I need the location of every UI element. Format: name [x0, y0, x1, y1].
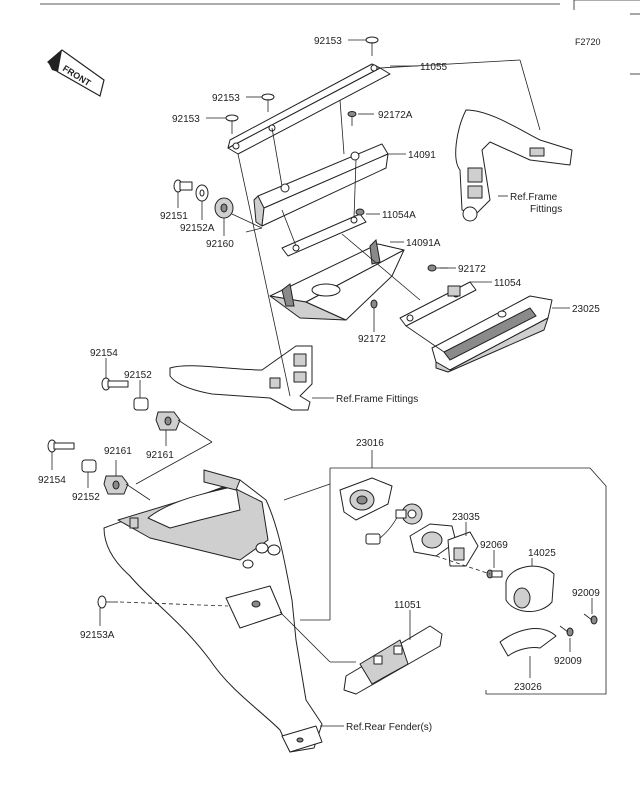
- collar-92152A: [195, 184, 209, 202]
- bracket-11054A: [281, 208, 367, 257]
- collar-92152-lower: [81, 459, 97, 473]
- label-92172-low: 92172: [358, 334, 386, 345]
- rear-fender: [103, 469, 323, 753]
- leader-lines: [51, 39, 593, 727]
- label-92152A: 92152A: [180, 223, 215, 234]
- screw-92009-right: [583, 613, 598, 625]
- label-14025: 14025: [528, 548, 556, 559]
- label-92154-upper: 92154: [90, 348, 118, 359]
- label-92009-right: 92009: [572, 588, 600, 599]
- screw-92172A: [347, 111, 357, 126]
- label-23026: 23026: [514, 682, 542, 693]
- label-92161-lower: 92161: [104, 446, 132, 457]
- socket-cable: [365, 511, 401, 545]
- label-92009-low: 92009: [554, 656, 582, 667]
- label-92069: 92069: [480, 540, 508, 551]
- label-92152-lower: 92152: [72, 492, 100, 503]
- label-11055: 11055: [420, 62, 448, 73]
- lamp-cover-14025: [505, 565, 555, 612]
- label-ref-rear-fender: Ref.Rear Fender(s): [346, 722, 432, 733]
- bolt-92151: [173, 179, 193, 193]
- screw-92153-top: [365, 36, 379, 56]
- screw-92069: [486, 569, 503, 579]
- label-23025: 23025: [572, 304, 600, 315]
- label-23035: 23035: [452, 512, 480, 523]
- bracket-11054: [399, 281, 477, 327]
- figure-code: F2720: [575, 37, 601, 47]
- assembly-box: [330, 467, 607, 695]
- clip-23035: [447, 531, 479, 567]
- label-92151: 92151: [160, 211, 188, 222]
- damper-92161-upper: [155, 411, 181, 431]
- bolt-92154-lower: [47, 439, 75, 453]
- label-92152-upper: 92152: [124, 370, 152, 381]
- screw-92172-right: [427, 264, 448, 272]
- label-92172-right: 92172: [458, 264, 486, 275]
- bolt-92154-upper: [101, 377, 129, 391]
- front-arrow-badge: FRONT: [47, 49, 105, 97]
- label-92160: 92160: [206, 239, 234, 250]
- corner-box: [573, 0, 640, 10]
- bracket-11055: [227, 63, 391, 155]
- label-92153-top: 92153: [314, 36, 342, 47]
- tail-lamp-23025: [431, 295, 553, 373]
- label-14091: 14091: [408, 150, 436, 161]
- screw-92153-mid: [261, 93, 275, 112]
- label-14091A: 14091A: [406, 238, 441, 249]
- guide-lines: [119, 59, 541, 663]
- screw-92172-low: [370, 299, 378, 320]
- label-ref-frame-upper: Ref.Frame: [510, 192, 558, 203]
- screw-92153A: [97, 595, 118, 609]
- label-92161-upper: 92161: [146, 450, 174, 461]
- label-11051: 11051: [394, 600, 422, 611]
- label-92153A: 92153A: [80, 630, 115, 641]
- frame-fitting-upper: [455, 109, 573, 222]
- label-92153-mid: 92153: [212, 93, 240, 104]
- label-23016: 23016: [356, 438, 384, 449]
- damper-92161-lower: [103, 475, 129, 495]
- screw-92009-low: [559, 625, 574, 637]
- plate-bracket-11051: [343, 625, 443, 695]
- grommet-92160: [214, 197, 234, 219]
- cover-14091: [253, 143, 389, 227]
- collar-92152-upper: [133, 397, 149, 411]
- label-92154-lower: 92154: [38, 475, 66, 486]
- label-11054: 11054: [494, 278, 522, 289]
- lens-23026: [499, 628, 557, 657]
- label-92153-left: 92153: [172, 114, 200, 125]
- bulb-socket: [395, 503, 423, 525]
- label-11054A: 11054A: [382, 210, 416, 221]
- frame-fitting-lower: [169, 345, 313, 411]
- screw-92153-left: [225, 114, 239, 134]
- lamp-housing-23016: [339, 477, 393, 521]
- label-ref-frame-lower: Ref.Frame Fittings: [336, 394, 418, 405]
- label-92172A: 92172A: [378, 110, 413, 121]
- label-ref-frame-upper-2: Fittings: [530, 204, 562, 215]
